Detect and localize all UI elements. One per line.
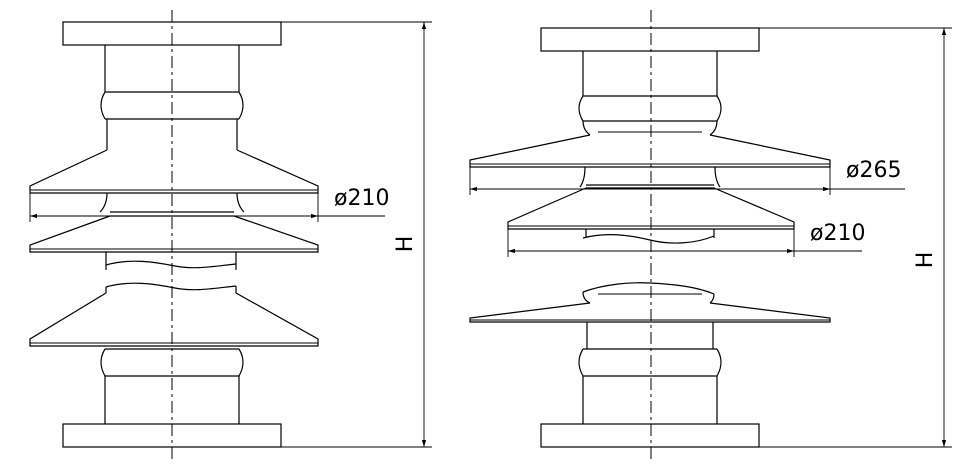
right-top-flange — [540, 27, 760, 52]
right-small-diameter-label: ø210 — [810, 221, 865, 246]
left-height-dimension: H — [281, 21, 432, 448]
left-diameter-dimension: ø210 — [29, 186, 389, 222]
left-insulator: ø210 H — [29, 10, 432, 460]
right-insulator: ø265 ø210 H — [469, 10, 952, 460]
right-height-dimension: H — [759, 27, 952, 448]
right-large-diameter-dimension: ø265 — [469, 158, 905, 195]
right-height-label: H — [913, 252, 938, 269]
right-bottom-flange — [540, 423, 760, 448]
left-height-label: H — [393, 236, 418, 253]
right-large-diameter-label: ø265 — [846, 158, 901, 183]
left-diameter-label: ø210 — [334, 186, 389, 211]
right-small-diameter-dimension: ø210 — [507, 221, 865, 257]
left-core-body — [29, 45, 319, 424]
right-core-body — [469, 51, 831, 424]
